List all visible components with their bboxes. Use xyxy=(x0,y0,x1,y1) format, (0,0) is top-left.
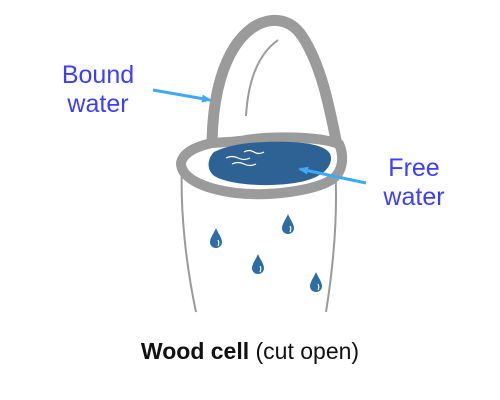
cell-wall-dome xyxy=(206,15,344,152)
free-water-label-line-1: Free xyxy=(388,154,440,182)
dome-highlight xyxy=(245,39,279,117)
bound-water-arrow xyxy=(152,88,212,103)
water-drop-icon xyxy=(309,271,323,293)
caption-title: Wood cell xyxy=(140,338,250,364)
diagram-caption: Wood cell (cut open) xyxy=(0,338,500,365)
caption-note: (cut open) xyxy=(255,338,360,364)
water-drop-icon xyxy=(251,253,265,275)
bound-water-label-line-1: Bound xyxy=(61,61,135,89)
bound-water-label-line-2: water xyxy=(67,90,129,118)
water-drop-icon xyxy=(209,227,223,249)
free-water-label: Free water xyxy=(364,154,464,212)
water-ripple-icon xyxy=(225,149,265,167)
free-water-arrow xyxy=(298,166,367,185)
bound-water-label: Bound water xyxy=(48,61,148,119)
water-drop-icon xyxy=(281,213,295,235)
free-water-label-line-2: water xyxy=(383,183,445,211)
